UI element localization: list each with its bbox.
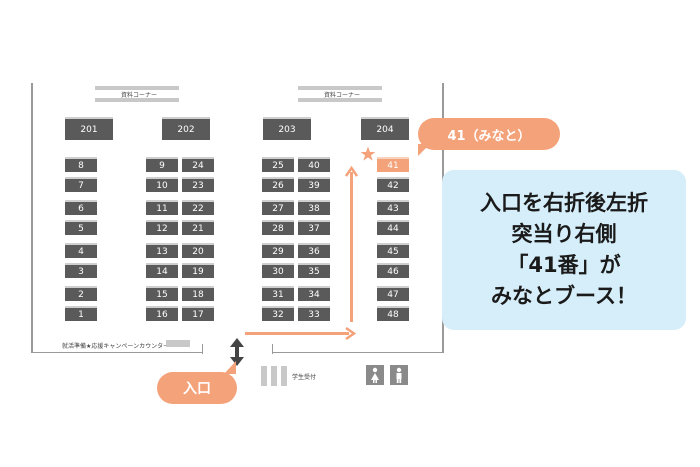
door-post-right bbox=[272, 344, 273, 354]
booth-7[interactable]: 7 bbox=[65, 177, 97, 192]
booth-15[interactable]: 15 bbox=[146, 286, 178, 301]
booth-12[interactable]: 12 bbox=[146, 220, 178, 235]
booth-17[interactable]: 17 bbox=[182, 306, 214, 321]
booth-3[interactable]: 3 bbox=[65, 263, 97, 278]
booth-16[interactable]: 16 bbox=[146, 306, 178, 321]
directions-line-4: みなとブース！ bbox=[491, 284, 637, 308]
booth-202[interactable]: 202 bbox=[162, 117, 210, 140]
updown-arrow-icon bbox=[230, 338, 244, 366]
booth-26[interactable]: 26 bbox=[262, 177, 294, 192]
booth-48[interactable]: 48 bbox=[377, 306, 409, 321]
booth-30[interactable]: 30 bbox=[262, 263, 294, 278]
booth-13[interactable]: 13 bbox=[146, 243, 178, 258]
resource-corner-bar-left-bottom bbox=[95, 98, 179, 102]
booth-19[interactable]: 19 bbox=[182, 263, 214, 278]
reception-desk-3 bbox=[281, 366, 287, 386]
star-icon bbox=[360, 146, 376, 161]
entrance-bubble-tail bbox=[224, 361, 236, 374]
resource-corner-label-left: 資料コーナー bbox=[121, 92, 158, 99]
booth-36[interactable]: 36 bbox=[298, 243, 330, 258]
booth-40[interactable]: 40 bbox=[298, 157, 330, 172]
booth-8[interactable]: 8 bbox=[65, 157, 97, 172]
reception-label: 学生受付 bbox=[292, 374, 317, 381]
resource-corner-bar-left-top bbox=[95, 86, 179, 90]
booth-47[interactable]: 47 bbox=[377, 286, 409, 301]
booth-201[interactable]: 201 bbox=[65, 117, 113, 140]
booth-5[interactable]: 5 bbox=[65, 220, 97, 235]
booth-204[interactable]: 204 bbox=[361, 117, 409, 140]
booth-41[interactable]: 41 bbox=[377, 157, 409, 172]
booth-18[interactable]: 18 bbox=[182, 286, 214, 301]
restroom-male-icon bbox=[390, 365, 408, 385]
minato-bubble-text: 41（みなと） bbox=[447, 128, 531, 144]
route-vertical bbox=[350, 172, 353, 322]
booth-42[interactable]: 42 bbox=[377, 177, 409, 192]
route-horizontal bbox=[245, 332, 349, 335]
booth-39[interactable]: 39 bbox=[298, 177, 330, 192]
booth-14[interactable]: 14 bbox=[146, 263, 178, 278]
bottom-wall-right bbox=[272, 352, 444, 353]
booth-32[interactable]: 32 bbox=[262, 306, 294, 321]
resource-corner-label-right: 資料コーナー bbox=[324, 92, 361, 99]
entrance-bubble: 入口 bbox=[157, 372, 237, 404]
booth-24[interactable]: 24 bbox=[182, 157, 214, 172]
campaign-counter-desk bbox=[166, 340, 190, 347]
booth-10[interactable]: 10 bbox=[146, 177, 178, 192]
booth-25[interactable]: 25 bbox=[262, 157, 294, 172]
booth-23[interactable]: 23 bbox=[182, 177, 214, 192]
booth-34[interactable]: 34 bbox=[298, 286, 330, 301]
booth-1[interactable]: 1 bbox=[65, 306, 97, 321]
booth-21[interactable]: 21 bbox=[182, 220, 214, 235]
booth-45[interactable]: 45 bbox=[377, 243, 409, 258]
booth-37[interactable]: 37 bbox=[298, 220, 330, 235]
booth-38[interactable]: 38 bbox=[298, 200, 330, 215]
booth-35[interactable]: 35 bbox=[298, 263, 330, 278]
booth-44[interactable]: 44 bbox=[377, 220, 409, 235]
entrance-bubble-text: 入口 bbox=[183, 381, 211, 397]
left-wall bbox=[31, 83, 33, 353]
booth-29[interactable]: 29 bbox=[262, 243, 294, 258]
booth-6[interactable]: 6 bbox=[65, 200, 97, 215]
route-arrowhead-up bbox=[345, 166, 358, 177]
route-arrowhead-right bbox=[345, 327, 356, 340]
booth-22[interactable]: 22 bbox=[182, 200, 214, 215]
booth-11[interactable]: 11 bbox=[146, 200, 178, 215]
booth-9[interactable]: 9 bbox=[146, 157, 178, 172]
booth-4[interactable]: 4 bbox=[65, 243, 97, 258]
booth-43[interactable]: 43 bbox=[377, 200, 409, 215]
directions-line-2: 突当り右側 bbox=[511, 222, 617, 246]
booth-33[interactable]: 33 bbox=[298, 306, 330, 321]
booth-46[interactable]: 46 bbox=[377, 263, 409, 278]
booth-27[interactable]: 27 bbox=[262, 200, 294, 215]
reception-desk-1 bbox=[261, 366, 267, 386]
booth-2[interactable]: 2 bbox=[65, 286, 97, 301]
bottom-wall-left bbox=[31, 352, 203, 353]
directions-line-1: 入口を右折後左折 bbox=[480, 191, 648, 215]
campaign-counter-label: 就活準備★応援キャンペーンカウンター bbox=[62, 343, 170, 350]
minato-bubble-tail bbox=[418, 144, 430, 156]
directions-line-3: 「41番」が bbox=[507, 253, 621, 277]
booth-203[interactable]: 203 bbox=[263, 117, 311, 140]
booth-20[interactable]: 20 bbox=[182, 243, 214, 258]
booth-31[interactable]: 31 bbox=[262, 286, 294, 301]
reception-desk-2 bbox=[271, 366, 277, 386]
door-post-left bbox=[202, 344, 203, 354]
resource-corner-bar-right-top bbox=[298, 86, 382, 90]
minato-bubble: 41（みなと） bbox=[418, 118, 560, 150]
directions-box: 入口を右折後左折 突当り右側 「41番」が みなとブース！ bbox=[442, 170, 686, 330]
restroom-female-icon bbox=[366, 365, 384, 385]
resource-corner-bar-right-bottom bbox=[298, 98, 382, 102]
booth-28[interactable]: 28 bbox=[262, 220, 294, 235]
